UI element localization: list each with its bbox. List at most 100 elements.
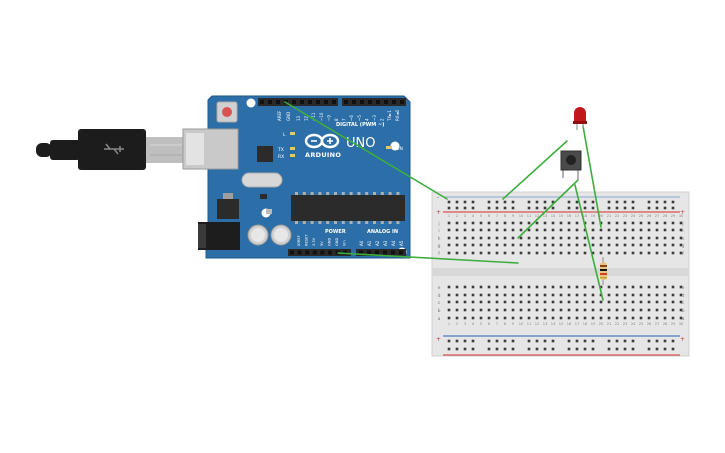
breadboard-hole[interactable] — [583, 347, 587, 351]
breadboard-hole[interactable] — [671, 316, 675, 320]
breadboard-hole[interactable] — [511, 206, 515, 210]
breadboard-hole[interactable] — [455, 236, 459, 240]
breadboard-hole[interactable] — [631, 236, 635, 240]
breadboard-hole[interactable] — [591, 285, 595, 289]
breadboard-hole[interactable] — [551, 228, 555, 232]
breadboard-hole[interactable] — [655, 206, 659, 210]
breadboard-hole[interactable] — [631, 228, 635, 232]
breadboard-hole[interactable] — [535, 251, 539, 255]
breadboard-hole[interactable] — [655, 285, 659, 289]
breadboard-hole[interactable] — [679, 293, 683, 297]
breadboard-hole[interactable] — [591, 200, 595, 204]
header-pin-hole[interactable] — [268, 100, 272, 104]
breadboard-hole[interactable] — [447, 221, 451, 225]
breadboard-hole[interactable] — [647, 308, 651, 312]
breadboard-hole[interactable] — [447, 293, 451, 297]
breadboard-hole[interactable] — [503, 308, 507, 312]
breadboard-hole[interactable] — [455, 206, 459, 210]
breadboard-hole[interactable] — [639, 251, 643, 255]
breadboard-hole[interactable] — [671, 293, 675, 297]
breadboard-hole[interactable] — [511, 251, 515, 255]
header-pin-hole[interactable] — [391, 250, 395, 255]
breadboard-hole[interactable] — [463, 206, 467, 210]
breadboard-hole[interactable] — [463, 228, 467, 232]
power-header[interactable] — [288, 249, 351, 256]
breadboard-hole[interactable] — [679, 251, 683, 255]
breadboard-hole[interactable] — [623, 228, 627, 232]
breadboard-hole[interactable] — [639, 243, 643, 247]
breadboard-hole[interactable] — [663, 200, 667, 204]
breadboard-hole[interactable] — [479, 316, 483, 320]
breadboard-hole[interactable] — [623, 339, 627, 343]
breadboard-hole[interactable] — [447, 228, 451, 232]
breadboard-hole[interactable] — [639, 316, 643, 320]
breadboard-hole[interactable] — [575, 285, 579, 289]
breadboard-hole[interactable] — [455, 221, 459, 225]
breadboard-hole[interactable] — [527, 221, 531, 225]
breadboard-hole[interactable] — [671, 206, 675, 210]
breadboard-hole[interactable] — [487, 316, 491, 320]
breadboard-hole[interactable] — [607, 221, 611, 225]
breadboard-hole[interactable] — [455, 293, 459, 297]
breadboard-hole[interactable] — [455, 243, 459, 247]
breadboard-hole[interactable] — [647, 347, 651, 351]
breadboard-hole[interactable] — [447, 200, 451, 204]
breadboard-hole[interactable] — [543, 308, 547, 312]
breadboard-hole[interactable] — [575, 243, 579, 247]
breadboard-hole[interactable] — [471, 236, 475, 240]
breadboard-hole[interactable] — [567, 293, 571, 297]
breadboard-hole[interactable] — [543, 293, 547, 297]
digital-header-right[interactable] — [342, 98, 406, 106]
breadboard-hole[interactable] — [447, 308, 451, 312]
breadboard-hole[interactable] — [655, 221, 659, 225]
breadboard-hole[interactable] — [583, 228, 587, 232]
breadboard-hole[interactable] — [663, 347, 667, 351]
breadboard-hole[interactable] — [527, 200, 531, 204]
breadboard-hole[interactable] — [647, 243, 651, 247]
breadboard-hole[interactable] — [559, 300, 563, 304]
breadboard-hole[interactable] — [639, 293, 643, 297]
breadboard-hole[interactable] — [623, 308, 627, 312]
breadboard-hole[interactable] — [575, 308, 579, 312]
breadboard-hole[interactable] — [671, 308, 675, 312]
breadboard-hole[interactable] — [583, 236, 587, 240]
breadboard-hole[interactable] — [655, 347, 659, 351]
breadboard-hole[interactable] — [535, 200, 539, 204]
breadboard-hole[interactable] — [655, 339, 659, 343]
breadboard-hole[interactable] — [511, 243, 515, 247]
breadboard-hole[interactable] — [463, 308, 467, 312]
breadboard-hole[interactable] — [503, 200, 507, 204]
header-pin-hole[interactable] — [384, 100, 388, 104]
breadboard-hole[interactable] — [623, 293, 627, 297]
breadboard-hole[interactable] — [511, 316, 515, 320]
breadboard-hole[interactable] — [503, 228, 507, 232]
breadboard-hole[interactable] — [607, 200, 611, 204]
breadboard-hole[interactable] — [527, 206, 531, 210]
breadboard-hole[interactable] — [655, 200, 659, 204]
breadboard-hole[interactable] — [511, 293, 515, 297]
pushbutton[interactable] — [560, 150, 582, 180]
breadboard-hole[interactable] — [575, 339, 579, 343]
breadboard-hole[interactable] — [471, 347, 475, 351]
breadboard-hole[interactable] — [679, 243, 683, 247]
breadboard-hole[interactable] — [631, 293, 635, 297]
breadboard-hole[interactable] — [671, 236, 675, 240]
breadboard-hole[interactable] — [607, 316, 611, 320]
breadboard-hole[interactable] — [679, 236, 683, 240]
breadboard-hole[interactable] — [599, 251, 603, 255]
breadboard-hole[interactable] — [575, 236, 579, 240]
breadboard-hole[interactable] — [631, 243, 635, 247]
breadboard-hole[interactable] — [663, 243, 667, 247]
breadboard-hole[interactable] — [543, 300, 547, 304]
breadboard-hole[interactable] — [471, 300, 475, 304]
breadboard-hole[interactable] — [519, 221, 523, 225]
breadboard-hole[interactable] — [567, 339, 571, 343]
breadboard-hole[interactable] — [511, 308, 515, 312]
header-pin-hole[interactable] — [360, 100, 364, 104]
breadboard-hole[interactable] — [503, 300, 507, 304]
breadboard-hole[interactable] — [623, 285, 627, 289]
breadboard-hole[interactable] — [631, 251, 635, 255]
breadboard-hole[interactable] — [615, 251, 619, 255]
breadboard-hole[interactable] — [671, 243, 675, 247]
breadboard-hole[interactable] — [655, 236, 659, 240]
